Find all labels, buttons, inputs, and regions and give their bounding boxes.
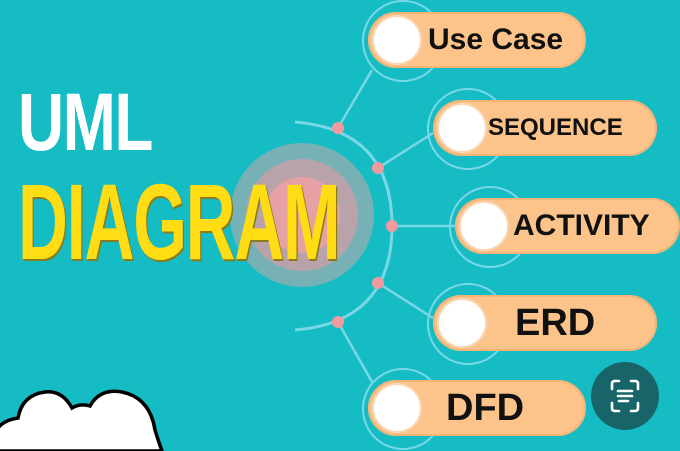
connector-sequence	[377, 131, 434, 170]
connector-dfd	[336, 321, 374, 383]
title-diagram: DIAGRAM	[18, 161, 341, 282]
node-circle	[374, 17, 420, 63]
text-scan-button[interactable]	[591, 362, 659, 430]
junction-dot	[386, 220, 398, 232]
connector-use-case	[336, 69, 374, 129]
junction-dot	[332, 316, 344, 328]
node-circle	[439, 105, 485, 151]
label-activity: ACTIVITY	[513, 209, 650, 242]
text-scan-icon	[610, 379, 640, 413]
title-uml: UML	[18, 77, 153, 168]
label-dfd: DFD	[446, 387, 525, 429]
node-circle	[374, 385, 420, 431]
node-circle	[439, 300, 485, 346]
label-sequence: SEQUENCE	[488, 114, 623, 141]
junction-dot	[332, 122, 344, 134]
label-erd: ERD	[515, 302, 596, 344]
junction-dot	[372, 277, 384, 289]
connector-erd	[377, 281, 434, 320]
glow-inner	[264, 177, 340, 253]
junction-dot	[372, 162, 384, 174]
node-circle	[461, 203, 507, 249]
cloud-icon	[0, 389, 164, 451]
label-use-case: Use Case	[428, 23, 564, 56]
